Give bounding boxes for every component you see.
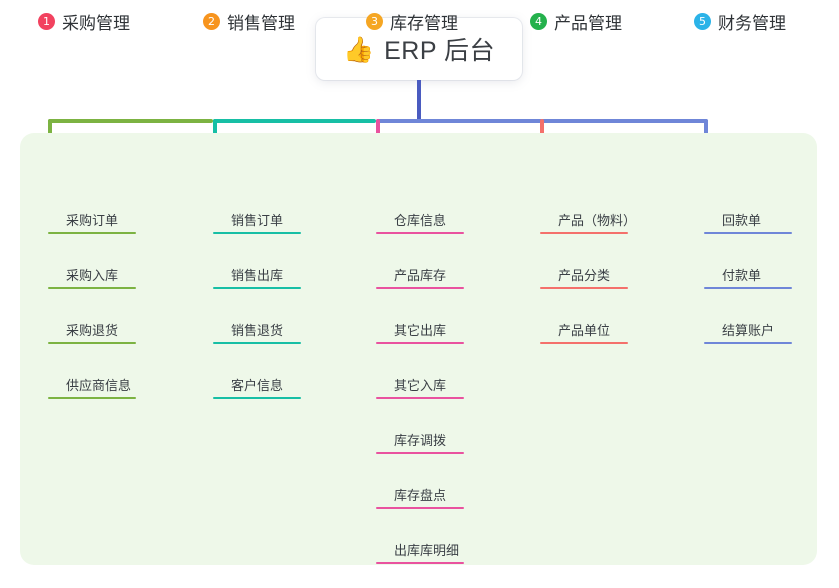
root-node[interactable]: 👍 ERP 后台 [316, 18, 522, 80]
leaf-underline [213, 397, 301, 399]
leaf-label: 结算账户 [722, 323, 775, 338]
leaf-underline [540, 342, 628, 344]
column-badge-2: 2 [203, 13, 220, 30]
leaf-label: 客户信息 [231, 378, 284, 393]
column-header-3[interactable]: 3 库存管理 [366, 9, 458, 34]
leaf-underline [376, 562, 464, 564]
leaf-label: 采购退货 [66, 323, 119, 338]
leaf-label: 产品库存 [394, 268, 447, 283]
leaf-item[interactable]: 销售退货 [213, 308, 301, 344]
leaf-underline [213, 232, 301, 234]
column-header-1[interactable]: 1 采购管理 [38, 9, 130, 34]
leaf-item[interactable]: 其它入库 [376, 363, 464, 399]
leaf-item[interactable]: 付款单 [704, 253, 792, 289]
leaf-label: 产品分类 [558, 268, 611, 283]
column-header-5[interactable]: 5 财务管理 [694, 9, 786, 34]
column-badge-5: 5 [694, 13, 711, 30]
leaf-label: 库存盘点 [394, 488, 447, 503]
leaf-label: 付款单 [722, 268, 762, 283]
leaf-item[interactable]: 产品单位 [540, 308, 628, 344]
column-header-4[interactable]: 4 产品管理 [530, 9, 622, 34]
leaf-item[interactable]: 销售出库 [213, 253, 301, 289]
leaf-label: 库存调拨 [394, 433, 447, 448]
leaf-item[interactable]: 销售订单 [213, 198, 301, 234]
leaf-underline [704, 287, 792, 289]
leaf-underline [48, 287, 136, 289]
column-title-5: 财务管理 [718, 14, 786, 33]
leaf-label: 销售退货 [231, 323, 284, 338]
leaf-item[interactable]: 库存调拨 [376, 418, 464, 454]
leaf-item[interactable]: 产品分类 [540, 253, 628, 289]
column-title-1: 采购管理 [62, 14, 130, 33]
leaf-underline [48, 232, 136, 234]
leaf-label: 采购入库 [66, 268, 119, 283]
leaf-underline [376, 287, 464, 289]
branch-drop-4 [540, 119, 544, 145]
column-title-2: 销售管理 [227, 14, 295, 33]
leaf-underline [213, 287, 301, 289]
leaf-item[interactable]: 采购退货 [48, 308, 136, 344]
branch-drop-3 [376, 119, 380, 145]
leaf-item[interactable]: 供应商信息 [48, 363, 136, 399]
leaf-underline [48, 397, 136, 399]
root-title: ERP 后台 [384, 37, 496, 65]
leaf-item[interactable]: 结算账户 [704, 308, 792, 344]
leaf-underline [213, 342, 301, 344]
leaf-item[interactable]: 库存盘点 [376, 473, 464, 509]
leaf-label: 出库库明细 [394, 543, 460, 558]
branch-bar-1 [48, 119, 213, 123]
leaf-underline [540, 287, 628, 289]
root-trunk [417, 80, 421, 123]
leaf-label: 销售出库 [231, 268, 284, 283]
leaf-label: 仓库信息 [394, 213, 447, 228]
leaf-item[interactable]: 产品（物料） [540, 198, 636, 234]
leaf-underline [376, 397, 464, 399]
leaf-underline [704, 232, 792, 234]
leaf-underline [376, 507, 464, 509]
thumbs-up-icon: 👍 [342, 34, 375, 64]
leaf-label: 产品（物料） [558, 213, 637, 228]
leaf-label: 产品单位 [558, 323, 611, 338]
leaf-item[interactable]: 仓库信息 [376, 198, 464, 234]
leaf-underline [376, 452, 464, 454]
leaf-label: 销售订单 [231, 213, 284, 228]
content-panel [20, 133, 817, 565]
leaf-item[interactable]: 回款单 [704, 198, 792, 234]
column-title-3: 库存管理 [390, 14, 458, 33]
leaf-item[interactable]: 产品库存 [376, 253, 464, 289]
leaf-underline [540, 232, 628, 234]
leaf-label: 回款单 [722, 213, 762, 228]
leaf-underline [48, 342, 136, 344]
column-title-4: 产品管理 [554, 14, 622, 33]
leaf-underline [376, 232, 464, 234]
leaf-label: 供应商信息 [66, 378, 132, 393]
column-badge-4: 4 [530, 13, 547, 30]
leaf-item[interactable]: 采购入库 [48, 253, 136, 289]
leaf-underline [376, 342, 464, 344]
branch-bar-2 [213, 119, 376, 123]
leaf-label: 其它出库 [394, 323, 447, 338]
leaf-item[interactable]: 客户信息 [213, 363, 301, 399]
leaf-label: 采购订单 [66, 213, 119, 228]
leaf-item[interactable]: 采购订单 [48, 198, 136, 234]
leaf-underline [704, 342, 792, 344]
leaf-item[interactable]: 出库库明细 [376, 528, 464, 564]
column-badge-1: 1 [38, 13, 55, 30]
column-badge-3: 3 [366, 13, 383, 30]
branch-drop-2 [213, 119, 217, 145]
leaf-label: 其它入库 [394, 378, 447, 393]
column-header-2[interactable]: 2 销售管理 [203, 9, 295, 34]
leaf-item[interactable]: 其它出库 [376, 308, 464, 344]
